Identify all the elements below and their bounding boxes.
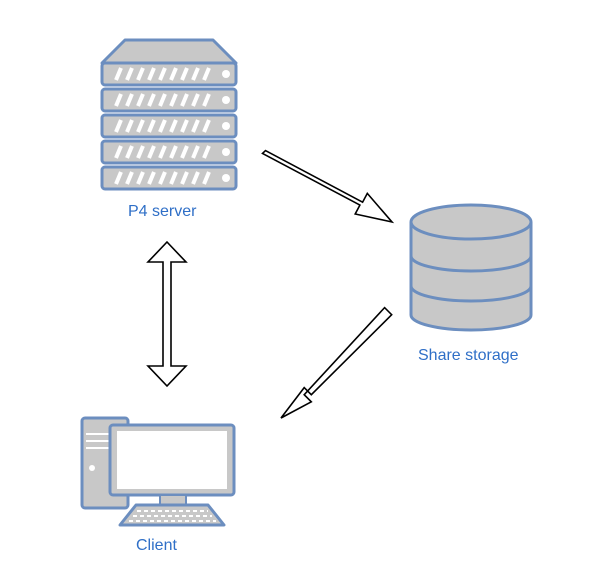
database-icon <box>409 203 533 332</box>
monitor <box>108 423 236 506</box>
server-label: P4 server <box>128 203 197 220</box>
server-rack-3 <box>100 113 238 139</box>
server-rack-5 <box>100 165 238 191</box>
server-rack-2 <box>100 87 238 113</box>
client-label: Client <box>136 537 177 554</box>
arrow-server-client-bidirectional <box>146 240 188 388</box>
arrow-server-to-storage <box>261 149 395 224</box>
server-rack-1 <box>100 61 238 87</box>
keyboard <box>118 503 226 527</box>
computer-icon <box>80 416 236 527</box>
server-rack-4 <box>100 139 238 165</box>
arrow-storage-to-client <box>280 306 393 419</box>
server-icon <box>100 38 238 191</box>
storage-label: Share storage <box>418 347 519 364</box>
